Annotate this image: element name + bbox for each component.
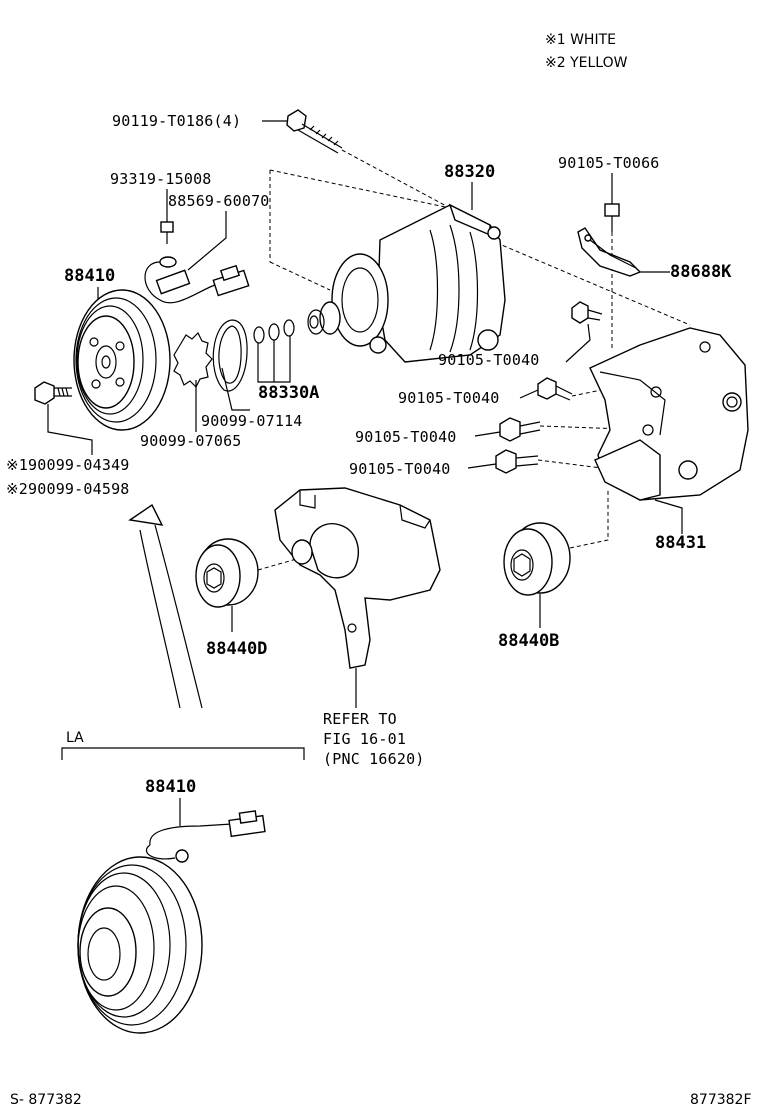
la-label: LA [66, 730, 84, 746]
dash-bolt-comp [341, 149, 451, 209]
snap-ring-07114-part [212, 319, 248, 392]
label-pulley-88440b[interactable]: 88440B [498, 631, 559, 651]
note-white: ※1 WHITE [545, 32, 616, 48]
label-bolt-t0066[interactable]: 90105-T0066 [558, 154, 660, 172]
label-pulley-88440d[interactable]: 88440D [206, 639, 267, 659]
ring-88330a-part [253, 319, 295, 344]
label-ring-88330a[interactable]: 88330A [258, 383, 319, 403]
refer-line-1: REFER TO [323, 710, 397, 728]
bolt-t0040-b-part [537, 377, 573, 401]
bolt-t0040-d-part [495, 449, 539, 474]
clutch-88410-part [73, 289, 171, 431]
label-bolt-t0040-a[interactable]: 90105-T0040 [438, 351, 540, 369]
compressor-part [307, 203, 506, 363]
label-clutch[interactable]: 88410 [64, 266, 115, 286]
label-bolt-04349[interactable]: ※190099-04349 [6, 456, 130, 474]
bolt-t0040-a-part [571, 301, 603, 324]
label-bolt-t0040-c[interactable]: 90105-T0040 [355, 428, 457, 446]
arrow-up-icon [128, 503, 203, 709]
label-bracket-88431[interactable]: 88431 [655, 533, 706, 553]
label-bolt-t0040-b[interactable]: 90105-T0040 [398, 389, 500, 407]
label-screw-93319[interactable]: 93319-15008 [110, 170, 212, 188]
label-bolt-04598[interactable]: ※290099-04598 [6, 480, 130, 498]
refer-line-3: (PNC 16620) [323, 750, 425, 768]
pulley-88440d-part [195, 538, 259, 608]
pulley-88440b-part [503, 522, 571, 596]
label-snap-07065[interactable]: 90099-07065 [140, 432, 242, 450]
bolt-t0040-c-part [499, 417, 541, 442]
clutch-la-part [77, 810, 266, 1034]
label-clutch-la[interactable]: 88410 [145, 777, 196, 797]
label-snap-07114[interactable]: 90099-07114 [201, 412, 303, 430]
label-compressor[interactable]: 88320 [444, 162, 495, 182]
label-bolt-top[interactable]: 90119-T0186(4) [112, 112, 241, 130]
bolt-t0066-part [604, 203, 620, 232]
note-yellow: ※2 YELLOW [545, 55, 628, 71]
footer-left: S- 877382 [10, 1092, 82, 1108]
wire-88569-part [144, 256, 250, 304]
bracket-88688k-part [577, 227, 642, 277]
bolt-top-part [286, 109, 343, 154]
snap-ring-07065-part [173, 331, 213, 389]
label-bolt-t0040-d[interactable]: 90105-T0040 [349, 460, 451, 478]
label-wire-88569[interactable]: 88569-60070 [168, 192, 270, 210]
tensioner-arm-part [274, 487, 441, 669]
screw-93319-part [160, 221, 174, 244]
bracket-88431-part [589, 327, 749, 501]
bolt-clutch-part [34, 381, 72, 405]
label-bracket-88688k[interactable]: 88688K [670, 262, 732, 282]
refer-line-2: FIG 16-01 [323, 730, 406, 748]
la-bracket-line [61, 747, 305, 760]
footer-right: 877382F [690, 1092, 752, 1108]
